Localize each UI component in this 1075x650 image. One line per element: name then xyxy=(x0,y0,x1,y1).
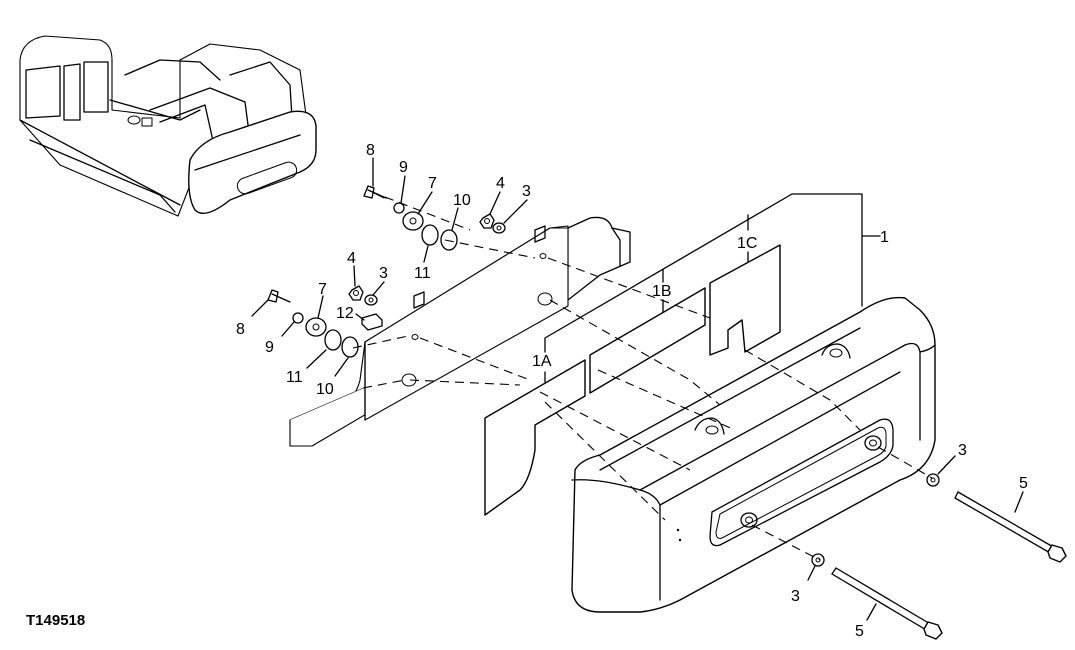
callout-1: 1 xyxy=(880,229,889,246)
callout-labels: 1 1A 1B 1C 8 9 7 10 4 3 11 4 3 7 12 8 9 … xyxy=(236,142,1028,640)
callout-7-lower: 7 xyxy=(318,281,327,298)
hardware-rear xyxy=(811,473,1067,640)
shim-1c xyxy=(709,244,781,356)
callout-4-upper: 4 xyxy=(496,175,505,192)
callout-3-lower: 3 xyxy=(379,265,388,282)
callout-7-upper: 7 xyxy=(428,175,437,192)
callout-10-upper: 10 xyxy=(453,192,471,209)
hardware-lower xyxy=(267,285,383,358)
machine-frame xyxy=(289,216,631,447)
shim-1b xyxy=(589,287,706,394)
callout-8-upper: 8 xyxy=(366,142,375,159)
machine-locator-view xyxy=(19,35,317,217)
callout-3-rear-lower: 3 xyxy=(791,588,800,605)
hardware-upper xyxy=(363,185,506,251)
callout-11-upper: 11 xyxy=(414,265,431,282)
leader-lines xyxy=(251,157,1024,621)
callout-5-upper: 5 xyxy=(1019,475,1028,492)
callout-1c: 1C xyxy=(737,235,757,252)
alignment-lines xyxy=(352,196,933,561)
callout-12: 12 xyxy=(336,305,354,322)
figure-id: T149518 xyxy=(26,612,85,629)
callout-4-lower: 4 xyxy=(347,250,356,267)
shim-1a xyxy=(484,359,586,516)
callout-1b: 1B xyxy=(652,283,672,300)
counterweight-1 xyxy=(571,296,936,613)
callout-1a: 1A xyxy=(532,353,552,370)
callout-3-rear-upper: 3 xyxy=(958,442,967,459)
callout-11-lower: 11 xyxy=(286,369,303,386)
callout-5-lower: 5 xyxy=(855,623,864,640)
callout-8-lower: 8 xyxy=(236,321,245,338)
callout-9-upper: 9 xyxy=(399,159,408,176)
callout-9-lower: 9 xyxy=(265,339,274,356)
callout-10-lower: 10 xyxy=(316,381,334,398)
callout-3-upper: 3 xyxy=(522,183,531,200)
